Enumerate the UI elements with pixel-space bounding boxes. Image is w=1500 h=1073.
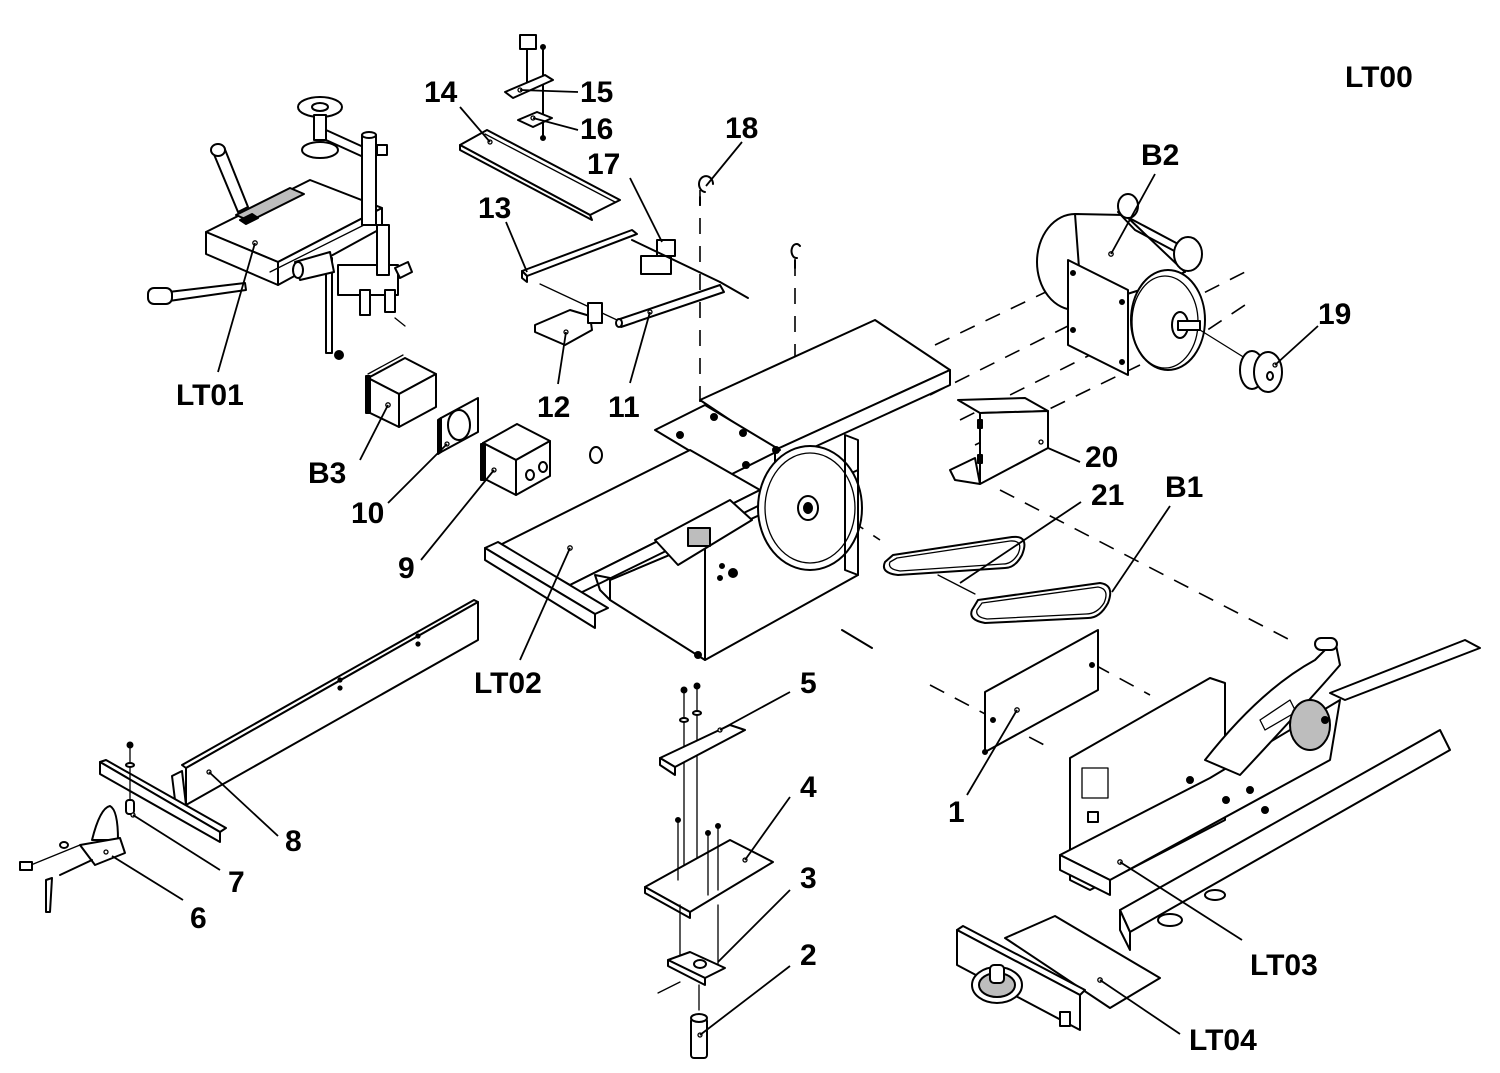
part-pin	[841, 629, 873, 649]
callout-19: 19	[1318, 298, 1351, 331]
part-6-clamp	[19, 805, 126, 913]
part-14-guard-plate	[459, 129, 621, 221]
leader-lt01	[217, 242, 256, 373]
leader-b3	[359, 404, 389, 461]
part-12-bracket	[534, 302, 603, 346]
leader-18	[705, 141, 743, 187]
leader-11	[629, 311, 651, 384]
part-b1-belt	[970, 582, 1112, 624]
leader-17	[629, 177, 663, 243]
leader-12	[557, 331, 567, 385]
callout-10: 10	[351, 497, 384, 530]
part-8-fence	[171, 599, 479, 809]
leader-13	[505, 221, 528, 273]
leader-20	[1047, 447, 1081, 463]
callout-3: 3	[800, 862, 817, 895]
part-6-anchor	[103, 849, 109, 855]
part-17-bracket	[631, 239, 749, 299]
callout-lt04: LT04	[1189, 1024, 1257, 1057]
callout-1: 1	[948, 796, 965, 829]
leader-10	[387, 443, 448, 504]
leader-15	[519, 89, 579, 93]
part-18-hook	[698, 175, 801, 269]
part-5-bracket	[659, 682, 746, 881]
callout-21: 21	[1091, 479, 1124, 512]
diagram-title: LT00	[1345, 61, 1413, 94]
callout-14: 14	[424, 76, 458, 109]
leader-lt04	[1099, 979, 1181, 1035]
leader-lt02	[519, 547, 571, 661]
part-b2-motor	[1036, 193, 1206, 376]
callout-9: 9	[398, 552, 415, 585]
leader-14	[459, 106, 491, 143]
part-lt04-sliding-table	[956, 915, 1161, 1031]
callout-11: 11	[608, 391, 640, 424]
part-2-pin	[690, 984, 708, 1059]
part-lt03-frame	[1059, 637, 1481, 951]
callout-2: 2	[800, 939, 817, 972]
leader-5	[719, 691, 791, 731]
callout-20: 20	[1085, 441, 1118, 474]
part-21-belt	[882, 535, 1026, 595]
part-4-plate	[644, 817, 774, 919]
callout-15: 15	[580, 76, 613, 109]
callout-16: 16	[580, 113, 613, 146]
part-3-base-plate	[657, 904, 726, 994]
leader-8	[208, 771, 279, 837]
part-7-fence-rail	[99, 741, 227, 843]
part-20-anchor	[1038, 439, 1044, 445]
callout-lt02: LT02	[474, 667, 542, 700]
part-19-pulley	[1199, 329, 1283, 393]
part-10-gasket	[437, 397, 479, 455]
callout-7: 7	[228, 866, 245, 899]
callout-18: 18	[725, 112, 758, 145]
part-1-cover-panel	[982, 629, 1099, 755]
leader-7	[132, 814, 221, 871]
leader-4	[744, 796, 791, 861]
leader-16	[532, 117, 579, 131]
callout-8: 8	[285, 825, 302, 858]
leader-lt03	[1119, 861, 1243, 941]
assembly-dash-lines	[699, 190, 1291, 749]
leader-9	[420, 469, 495, 561]
part-13-rail	[521, 229, 638, 283]
leader-3	[717, 889, 791, 963]
part-lt01-carriage	[147, 96, 413, 360]
callout-lt01: LT01	[176, 379, 244, 412]
callout-lt03: LT03	[1250, 949, 1318, 982]
leader-b2	[1110, 173, 1156, 255]
callout-b3: B3	[308, 457, 346, 490]
leader-1	[966, 709, 1018, 796]
callout-4: 4	[800, 771, 817, 804]
part-20-bracket	[949, 397, 1049, 485]
callout-b2: B2	[1141, 139, 1179, 172]
callout-13: 13	[478, 192, 511, 225]
callout-5: 5	[800, 667, 817, 700]
callout-6: 6	[190, 902, 207, 935]
part-9-box	[480, 423, 551, 496]
part-16-plate	[517, 111, 553, 141]
leader-2	[699, 965, 791, 1036]
callout-12: 12	[537, 391, 570, 424]
callout-17: 17	[587, 148, 620, 181]
leader-21	[959, 501, 1082, 584]
part-11-rod	[539, 283, 725, 328]
part-lt02-main-table	[484, 319, 951, 661]
leader-6	[111, 855, 184, 901]
callout-b1: B1	[1165, 471, 1203, 504]
leader-b1	[1111, 505, 1171, 593]
part-b3-box	[365, 354, 437, 428]
leader-19	[1274, 325, 1319, 366]
